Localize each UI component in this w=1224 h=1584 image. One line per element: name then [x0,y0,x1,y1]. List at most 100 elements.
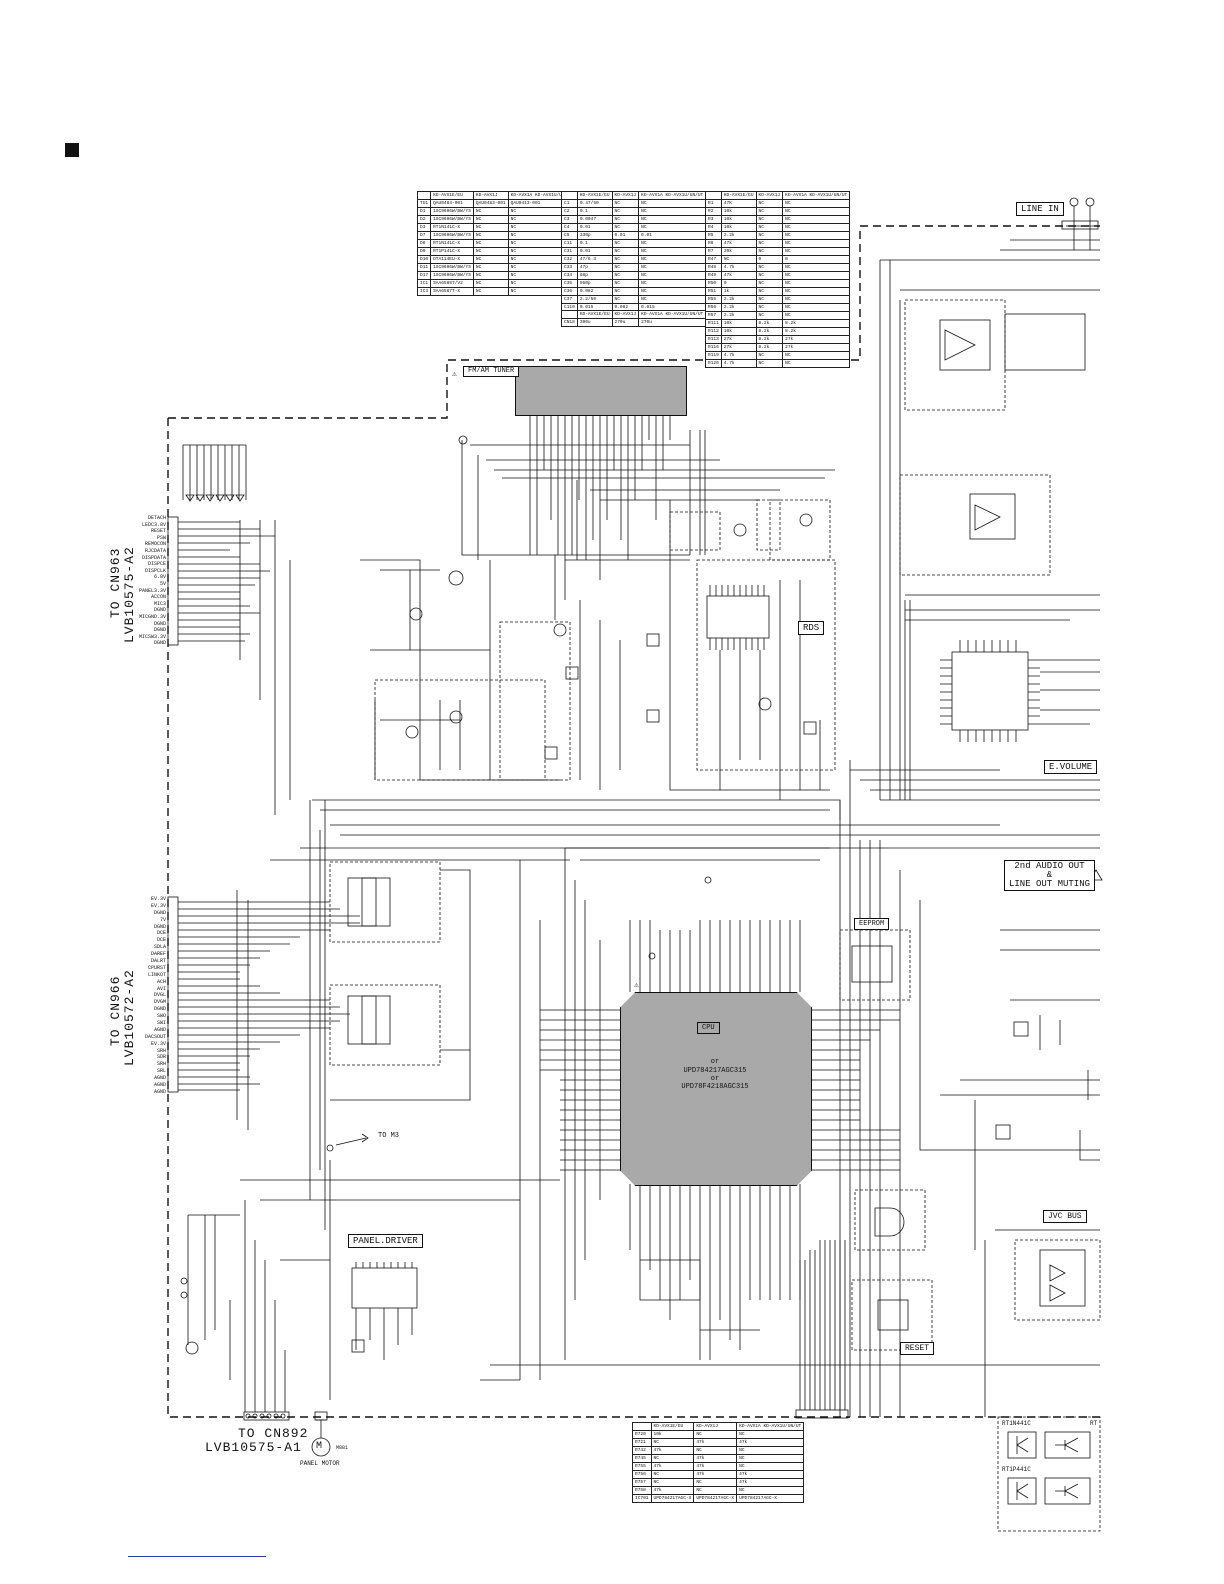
table-cell: R49 [705,271,722,280]
table-cell: NC [611,263,640,272]
table-cell: 8.2k [782,327,851,336]
table-cell: NC [638,199,707,208]
connector-pin-name: DGND [153,1006,166,1013]
table-cell: C36 [561,287,578,296]
table-cell: 1k [720,287,757,296]
connector-pin-name: SDR [156,1054,166,1061]
table-cell: R55 [705,295,722,304]
table-cell: NC [782,359,851,368]
table-cell: 68p [576,271,613,280]
table-cell: R745 [632,1454,652,1463]
connector-pin-name: MICSW3.3V [138,633,166,640]
connector-pin-name: MIC3 [153,600,166,607]
table-cell: NC [755,247,784,256]
table-cell: C3 [561,215,578,224]
connector-pin-name: SRH [156,1061,166,1068]
table-cell: NC [782,207,851,216]
table-cell: NC [611,215,640,224]
table-cell: 47k [650,1486,695,1495]
table-cell: C11 [561,239,578,248]
table-cell: NC [611,207,640,216]
table-cell: 1SC9696W/BW/YS [430,271,474,280]
connector-pin-name: DGND [153,640,166,647]
connector-pin-name: DGND [153,620,166,627]
table-cell: 8.2k [755,327,784,336]
table-cell: C31 [561,247,578,256]
table-cell: R720 [632,1430,652,1439]
table-cell: NC [755,295,784,304]
table-cell: R2 [705,207,722,216]
connector-pin-name: DGND [153,627,166,634]
table-cell: TU1 [416,199,432,208]
table-cell: NC [611,295,640,304]
table-cell: NC [638,215,707,224]
table-cell: NC [650,1438,695,1447]
table-cell: NC [755,239,784,248]
table-cell: R3 [705,215,722,224]
table-cell: 4.7k [720,359,757,368]
table-cell [561,191,578,200]
table-cell: R57 [705,311,722,320]
table-cell: KD-AVX1A KD-AVX1U/UN/UT [782,191,851,200]
table-cell: NC [611,287,640,296]
table-cell: KD-AVX1E/EU [430,191,474,200]
connector-pin-name: DETACH [147,515,166,521]
connector-pin-name: DVGL [153,992,166,999]
cn963-title: TO CN963 [108,547,123,618]
table-cell: QAU0484-001 [430,199,474,208]
table-cell: 390u [576,318,613,327]
table-cell: R742 [632,1446,652,1455]
table-cell: D8 [416,239,432,248]
cpu-warning-icon: ⚠ [634,981,639,990]
table-cell: R1 [705,199,722,208]
table-cell: 8.2k [755,335,784,344]
table-cell: R48 [705,263,722,272]
table-cell: NC [782,263,851,272]
table-cell: 0 [755,255,784,264]
table-cell: NC [782,215,851,224]
table-cell: NC [638,279,707,288]
table-cell: R757 [632,1478,652,1487]
table-cell: KD-AVX1E/EU [650,1422,695,1431]
table-cell: NC [755,311,784,320]
connector-pin-name: SWO [156,1013,166,1020]
table-cell: KD-AVX1A KD-AVX1U/UN/UT [638,191,707,200]
table-cell: KD-AVX1J [611,310,640,319]
connector-pin-name: 6.8V [153,574,166,581]
table-cell: 10k [720,319,757,328]
table-cell: C34 [561,271,578,280]
table-cell: NC [472,223,509,232]
table-cell: R116 [705,343,722,352]
table-cell: NC [611,223,640,232]
table-cell [416,191,432,200]
connector-pin-name: MICGND.3V [138,613,166,620]
rt3-label: RT [1090,1420,1098,1427]
connector-pin-name: RESET [150,528,166,535]
table-cell: NC [782,223,851,232]
connector-pin-name: DISPCE [147,561,166,568]
table-cell: 0.01 [638,231,707,240]
table-cell: R755 [632,1462,652,1471]
table-cell: 2.2k [720,231,757,240]
table-cell: 0.0047 [576,215,613,224]
table-cell: NC [755,351,784,360]
table-cell: NC [782,287,851,296]
